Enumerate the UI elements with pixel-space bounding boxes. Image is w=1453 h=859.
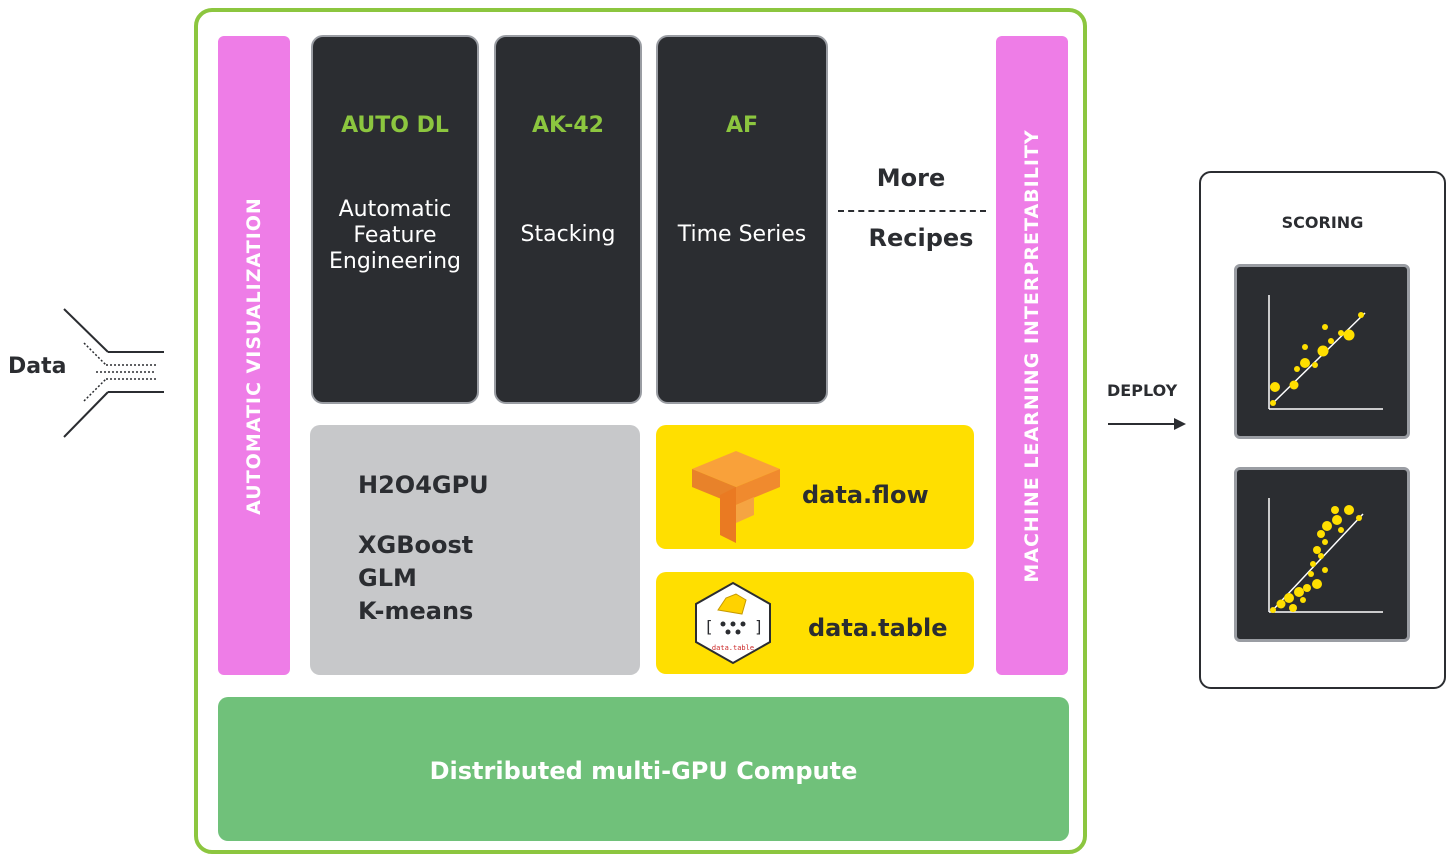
scoring-title: SCORING bbox=[1281, 213, 1364, 232]
svg-text:]: ] bbox=[754, 617, 764, 636]
deploy-arrow-icon bbox=[1108, 418, 1186, 430]
recipe-name: Automatic Feature Engineering bbox=[329, 197, 461, 274]
data-input-funnel-icon bbox=[63, 308, 164, 438]
ml-interpretability-bar: MACHINE LEARNING INTERPRETABILITY bbox=[996, 36, 1068, 675]
distributed-compute-label: Distributed multi-GPU Compute bbox=[429, 757, 858, 785]
scoring-plot-nonlinear bbox=[1234, 467, 1410, 642]
recipe-code: AUTO DL bbox=[341, 113, 449, 138]
recipe-code: AK-42 bbox=[532, 113, 604, 138]
data-table-icon-text: data.table bbox=[712, 644, 754, 652]
scatter-plot-linear-icon bbox=[1268, 295, 1383, 410]
recipe-name: Time Series bbox=[677, 222, 807, 247]
h2o4gpu-title: H2O4GPU bbox=[358, 471, 489, 499]
ml-interpretability-label: MACHINE LEARNING INTERPRETABILITY bbox=[1021, 128, 1043, 583]
h2o4gpu-box: H2O4GPU XGBoost GLM K-means bbox=[310, 425, 640, 675]
data-flow-box: data.flow bbox=[656, 425, 974, 549]
gpu-algorithm: XGBoost bbox=[358, 531, 474, 559]
data-flow-label: data.flow bbox=[802, 481, 929, 509]
scoring-plot-linear bbox=[1234, 264, 1410, 439]
recipe-card-af: AF Time Series bbox=[656, 35, 828, 404]
automatic-visualization-bar: AUTOMATIC VISUALIZATION bbox=[218, 36, 290, 675]
distributed-compute-bar: Distributed multi-GPU Compute bbox=[218, 697, 1069, 841]
recipe-name: Stacking bbox=[520, 222, 616, 247]
tensorflow-icon bbox=[692, 451, 780, 543]
deploy-label: DEPLOY bbox=[1107, 381, 1178, 400]
svg-text:[: [ bbox=[704, 617, 714, 636]
gpu-algorithm: K-means bbox=[358, 597, 474, 625]
data-input-label: Data bbox=[8, 354, 67, 379]
more-recipes-label-top: More bbox=[876, 164, 946, 192]
scatter-plot-nonlinear-icon bbox=[1268, 498, 1383, 613]
data-table-icon: [ ] data.table bbox=[695, 581, 771, 665]
recipe-code: AF bbox=[725, 113, 759, 138]
more-recipes-label-bottom: Recipes bbox=[868, 224, 974, 252]
data-table-box: [ ] data.table data.table bbox=[656, 572, 974, 674]
recipe-card-auto-dl: AUTO DL Automatic Feature Engineering bbox=[311, 35, 479, 404]
more-recipes-divider bbox=[838, 210, 986, 212]
data-table-label: data.table bbox=[808, 614, 948, 642]
gpu-algorithm-list: XGBoost GLM K-means bbox=[358, 529, 473, 628]
automatic-visualization-label: AUTOMATIC VISUALIZATION bbox=[243, 196, 265, 515]
gpu-algorithm: GLM bbox=[358, 564, 417, 592]
recipe-card-ak-42: AK-42 Stacking bbox=[494, 35, 642, 404]
